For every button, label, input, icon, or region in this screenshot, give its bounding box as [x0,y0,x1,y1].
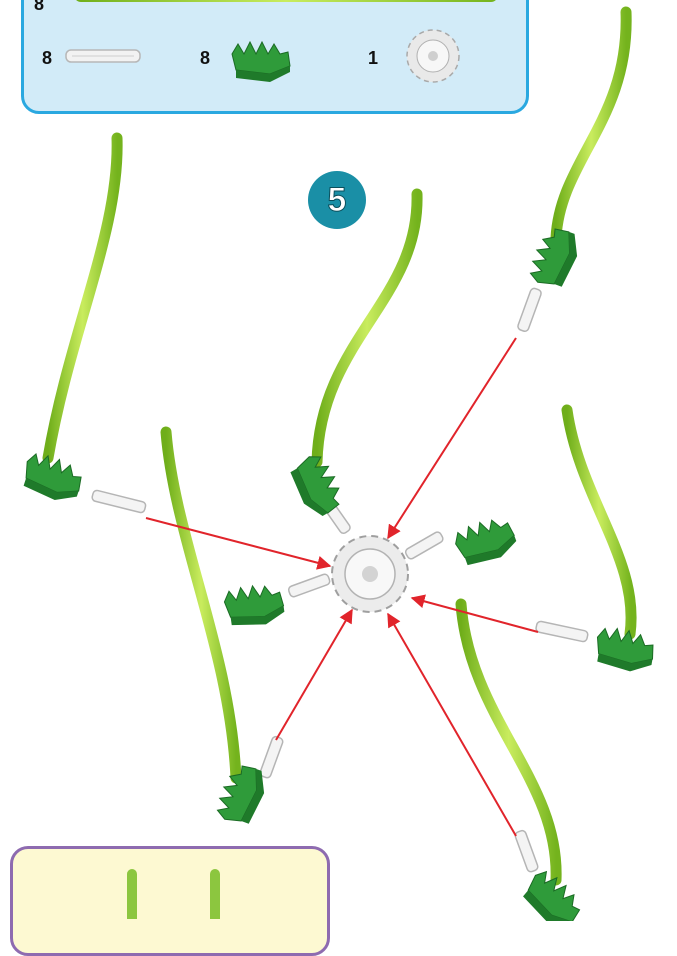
tube-center-curved [317,194,417,462]
connector-rod-icon [66,50,140,62]
half-gear-base-icon [232,42,290,82]
tip-illustration [13,849,327,919]
step-number: 5 [328,181,347,220]
gear-hub-icon [407,30,459,82]
tip-panel [10,846,330,956]
base-top-right [527,224,584,292]
tube-left-curved [48,138,117,458]
tube-top-right [556,12,626,238]
step-number-badge: 5 [308,171,366,229]
tube-right-curved [567,410,631,634]
assembly-diagram [0,0,677,921]
base-center [223,582,286,630]
central-gear-hub-icon [332,536,408,612]
tube-bottom-right [461,604,556,880]
tube-part-icon [74,0,498,2]
